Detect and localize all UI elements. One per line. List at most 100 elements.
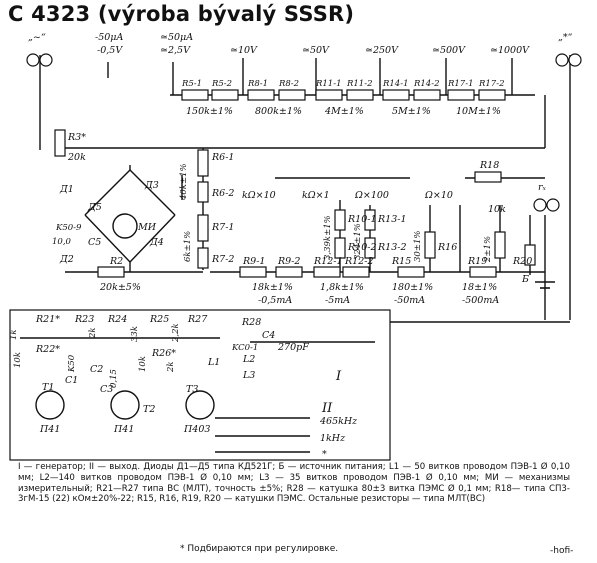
label-33k: 33k [130, 326, 140, 342]
label-battery: Б [521, 274, 529, 285]
label-c4-value: 270pF [277, 342, 309, 353]
label-rx: rₓ [538, 182, 547, 193]
label-r16-value: 30±1% [413, 231, 423, 262]
label-r9-2: R9-2 [277, 256, 300, 267]
range-500v: ≃500V [432, 45, 466, 56]
footnote: * Подбираются при регулировке. [180, 544, 339, 554]
label-range-5ma: -5mA [325, 295, 350, 306]
terminals [26, 53, 582, 212]
label-r6-value: 40k±1% [179, 163, 189, 201]
label-k50-gen: K50 [67, 354, 77, 373]
label-range-50ma: -50mA [394, 295, 425, 306]
label-r6-1: R6-1 [211, 152, 234, 163]
label-value-180: 180±1% [392, 282, 433, 293]
label-d1: Д1 [59, 184, 74, 195]
label-d5: Д5 [87, 202, 102, 213]
label-c4: C4 [262, 330, 275, 341]
top-resistor-label: R8-1 [247, 79, 268, 89]
label-2k-b: 2k [166, 361, 176, 373]
top-value-1: 150k±1% [186, 106, 233, 117]
top-value-2: 800k±1% [255, 106, 302, 117]
range-250v: ≃250V [365, 45, 399, 56]
label-freq-465khz: 465kHz [319, 416, 358, 427]
top-resistor-label: R14-1 [382, 79, 409, 89]
range-ac-25v: ≃2,5V [160, 45, 191, 56]
label-r15: R15 [391, 256, 411, 267]
label-t2: T2 [143, 404, 155, 415]
label-2k: 2k [88, 327, 98, 339]
range-ac-50ua: ≃50μA [160, 32, 193, 43]
label-r26: R26* [151, 348, 176, 359]
top-resistor-label: R5-1 [181, 79, 202, 89]
label-meter: МИ [137, 222, 157, 233]
resistor-bodies [54, 89, 536, 278]
label-r10-value: 3,39k±1% [323, 215, 333, 260]
label-r16: R16 [437, 242, 457, 253]
label-t1: T1 [42, 382, 54, 393]
label-p403: П403 [183, 424, 210, 435]
label-d3: Д3 [144, 180, 159, 191]
label-kc01: KC0-1 [231, 343, 258, 353]
page-title: C 4323 (výroba bývalý SSSR) [8, 2, 355, 26]
label-r2-value: 20k±5% [99, 282, 141, 293]
label-c3: C3 [100, 384, 113, 395]
battery [535, 281, 555, 289]
label-range-05ma: -0,5mA [258, 295, 292, 306]
label-015: 0,15 [109, 369, 119, 388]
top-value-4: 5M±1% [392, 106, 431, 117]
label-r10-2: R10-2 [347, 242, 377, 253]
label-d2: Д2 [59, 254, 74, 265]
label-r7-2: R7-2 [211, 254, 234, 265]
label-r24: R24 [107, 314, 127, 325]
label-r22: R22* [35, 344, 60, 355]
label-r23: R23 [74, 314, 94, 325]
label-r19: R19 [467, 256, 487, 267]
label-block-1: I [335, 369, 342, 384]
top-value-5: 10M±1% [456, 106, 501, 117]
top-resistor-label: R11-2 [346, 79, 373, 89]
schematic-caption: I — генератор; II — выход. Диоды Д1—Д5 т… [18, 462, 570, 505]
label-10k: 10k [13, 352, 23, 368]
label-1k: 1k [9, 329, 19, 340]
label-c1: C1 [65, 375, 78, 386]
label-p41-b: П41 [113, 424, 134, 435]
label-r28: R28 [241, 317, 261, 328]
label-r25: R25 [149, 314, 169, 325]
label-c5-value: 10,0 [52, 237, 72, 247]
label-r7-value: 6k±1% [183, 231, 193, 262]
label-kx10: kΩ×10 [242, 190, 276, 201]
label-r13-2: R13-2 [377, 242, 407, 253]
top-resistor-label: R8-2 [278, 79, 299, 89]
range-10v: ≃10V [230, 45, 258, 56]
label-r3-value: 20k [67, 152, 86, 163]
range-50v: ≃50V [302, 45, 330, 56]
label-r18-value: 10k [488, 204, 506, 215]
label-r20: R20 [512, 256, 532, 267]
range-dc-05v: -0,5V [97, 45, 123, 56]
label-range-500ma: -500mA [462, 295, 499, 306]
label-freq-1khz: 1kHz [320, 433, 346, 444]
label-star: * [322, 449, 327, 460]
label-r2: R2 [109, 256, 123, 267]
label-c2: C2 [90, 364, 103, 375]
label-r3: R3* [67, 132, 86, 143]
label-l3: L3 [242, 370, 255, 381]
range-dc-50ua: -50μA [95, 32, 123, 43]
top-resistor-label: R17-1 [447, 79, 474, 89]
label-kx1: kΩ×1 [302, 190, 330, 201]
label-ox10: Ω×10 [424, 190, 453, 201]
label-r12-1: R12-1 [313, 256, 343, 267]
label-r13-value: 324±1% [353, 223, 363, 260]
meter [112, 213, 138, 239]
label-c5: C5 [88, 237, 101, 248]
wiring [9, 55, 571, 461]
label-value-18k: 18k±1% [252, 282, 293, 293]
label-2-2k: 2,2k [171, 323, 181, 343]
label-10k-b: 10k [138, 356, 148, 372]
label-ox100: Ω×100 [354, 190, 389, 201]
top-resistor-label: R11-1 [315, 79, 342, 89]
range-plus: „*“ [558, 32, 573, 43]
label-r12-2: R12-2 [344, 256, 374, 267]
